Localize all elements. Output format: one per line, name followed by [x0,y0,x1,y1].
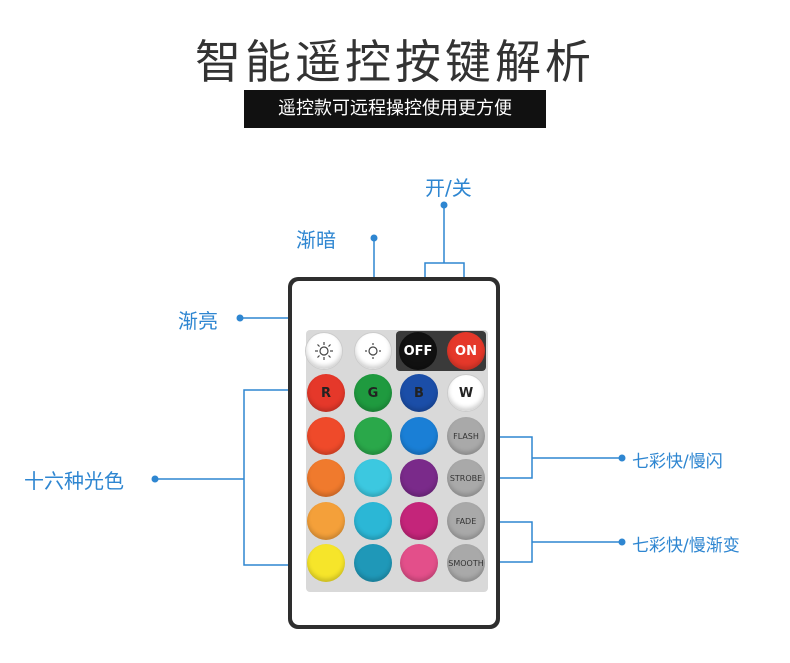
flash-button[interactable]: FLASH [447,417,485,455]
page-title: 智能遥控按键解析 [195,35,595,89]
color-button[interactable] [354,417,392,455]
smooth-button[interactable]: SMOOTH [447,544,485,582]
dim-sun-icon [365,343,381,359]
power-label: 开/关 [425,176,472,200]
brightness-down-button[interactable] [354,332,392,370]
color-button[interactable] [354,459,392,497]
sun-icon [315,342,333,360]
green-button[interactable]: G [354,374,392,412]
color-button[interactable] [354,502,392,540]
white-button[interactable]: W [447,374,485,412]
color-button[interactable] [307,459,345,497]
dim-label: 渐暗 [296,228,336,252]
brightness-up-button[interactable] [305,332,343,370]
flash-strobe-label: 七彩快/慢闪 [632,452,723,472]
color-button[interactable] [307,417,345,455]
color-button[interactable] [400,459,438,497]
fade-smooth-label: 七彩快/慢渐变 [632,536,740,556]
bright-label: 渐亮 [178,309,218,333]
fade-button[interactable]: FADE [447,502,485,540]
sixteen-colors-label: 十六种光色 [24,469,124,493]
on-button[interactable]: ON [447,332,485,370]
color-button[interactable] [400,417,438,455]
color-button[interactable] [400,502,438,540]
color-button[interactable] [307,502,345,540]
color-button[interactable] [400,544,438,582]
subtitle-banner: 遥控款可远程操控使用更方便 [244,90,546,128]
off-button[interactable]: OFF [399,332,437,370]
color-button[interactable] [354,544,392,582]
strobe-button[interactable]: STROBE [447,459,485,497]
color-button[interactable] [307,544,345,582]
red-button[interactable]: R [307,374,345,412]
blue-button[interactable]: B [400,374,438,412]
